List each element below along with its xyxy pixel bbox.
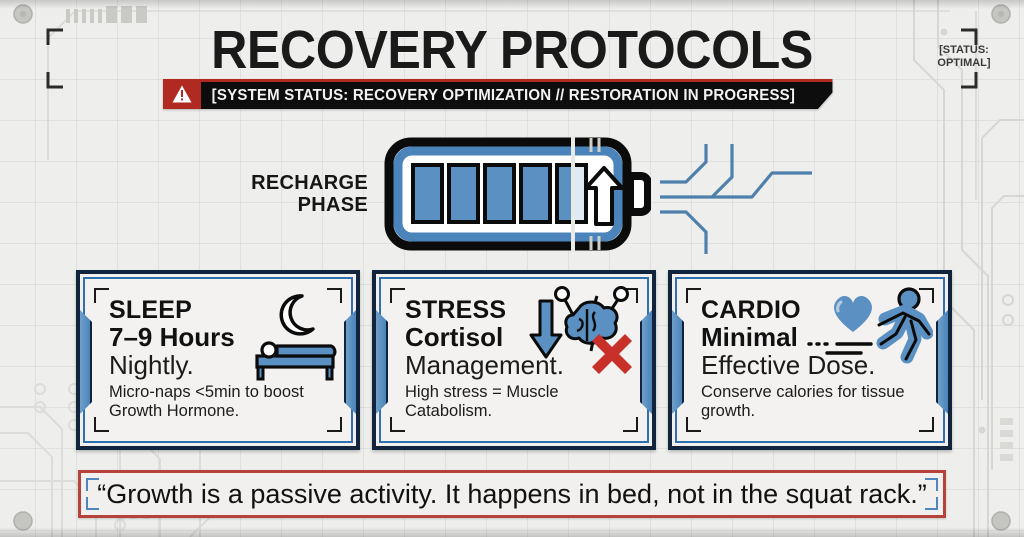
corner-bracket-icon — [86, 478, 99, 491]
card-cardio-kicker: CARDIO — [701, 296, 801, 324]
card-inner-border: CARDIO Minimal Effective Dose. — [675, 277, 945, 443]
recharge-label-line2: PHASE — [297, 194, 368, 216]
corner-bracket-icon — [86, 497, 99, 510]
corner-bracket-icon — [925, 478, 938, 491]
card-stress-kicker: STRESS — [405, 296, 507, 324]
card-stress-body: High stress = Muscle Catabolism. — [405, 383, 559, 420]
battery-charging-icon — [384, 136, 651, 252]
card-stress-text: STRESS Cortisol Management. — [405, 296, 645, 380]
card-cardio-text: CARDIO Minimal Effective Dose. — [701, 296, 941, 380]
card-cardio-body: Conserve calories for tissue growth. — [701, 383, 905, 420]
corner-bracket-icon — [686, 417, 701, 432]
card-stress[interactable]: STRESS Cortisol Management. — [372, 270, 656, 450]
status-banner: [SYSTEM STATUS: RECOVERY OPTIMIZATION //… — [163, 79, 852, 109]
corner-bracket-icon — [390, 288, 405, 303]
page-title: RECOVERY PROTOCOLS — [211, 20, 813, 80]
card-side-tab — [670, 308, 684, 416]
corner-bracket-icon — [925, 497, 938, 510]
recharge-phase-label: RECHARGE PHASE — [248, 172, 368, 216]
corner-bracket-icon — [94, 417, 109, 432]
corner-bracket-icon — [623, 288, 638, 303]
card-inner-border: STRESS Cortisol Management. — [379, 277, 649, 443]
corner-bracket-icon — [390, 417, 405, 432]
corner-bracket-icon — [94, 288, 109, 303]
card-cardio[interactable]: CARDIO Minimal Effective Dose. — [668, 270, 952, 450]
card-side-tab — [936, 308, 950, 416]
corner-bracket-icon — [327, 417, 342, 432]
corner-status-readout: [STATUS: OPTIMAL] — [937, 44, 991, 69]
card-cardio-subline: Effective Dose. — [701, 350, 876, 380]
card-sleep-body: Micro-naps <5min to boost Growth Hormone… — [109, 383, 304, 420]
card-stress-subline: Management. — [405, 350, 564, 380]
quote-banner: “Growth is a passive activity. It happen… — [78, 470, 946, 518]
card-inner-border: SLEEP 7–9 Hours Nightly. Micro-naps <5mi… — [83, 277, 353, 443]
card-sleep-subline: Nightly. — [109, 350, 194, 380]
corner-bracket-icon — [919, 417, 934, 432]
recharge-label-line1: RECHARGE — [251, 172, 368, 194]
card-side-tab — [640, 308, 654, 416]
card-sleep-kicker: SLEEP — [109, 296, 192, 324]
corner-bracket-icon — [919, 288, 934, 303]
status-banner-text: [SYSTEM STATUS: RECOVERY OPTIMIZATION //… — [201, 79, 832, 109]
quote-text: “Growth is a passive activity. It happen… — [97, 478, 927, 509]
corner-bracket-icon — [327, 288, 342, 303]
card-side-tab — [374, 308, 388, 416]
warning-triangle-icon — [163, 79, 201, 109]
card-side-tab — [344, 308, 358, 416]
circuit-trace-icon — [660, 144, 812, 254]
corner-bracket-icon — [623, 417, 638, 432]
card-cardio-headline: Minimal — [701, 322, 798, 352]
card-sleep[interactable]: SLEEP 7–9 Hours Nightly. Micro-naps <5mi… — [76, 270, 360, 450]
card-sleep-text: SLEEP 7–9 Hours Nightly. — [109, 296, 349, 380]
card-sleep-headline: 7–9 Hours — [109, 322, 235, 352]
corner-bracket-icon — [686, 288, 701, 303]
card-side-tab — [78, 308, 92, 416]
card-stress-headline: Cortisol — [405, 322, 504, 352]
